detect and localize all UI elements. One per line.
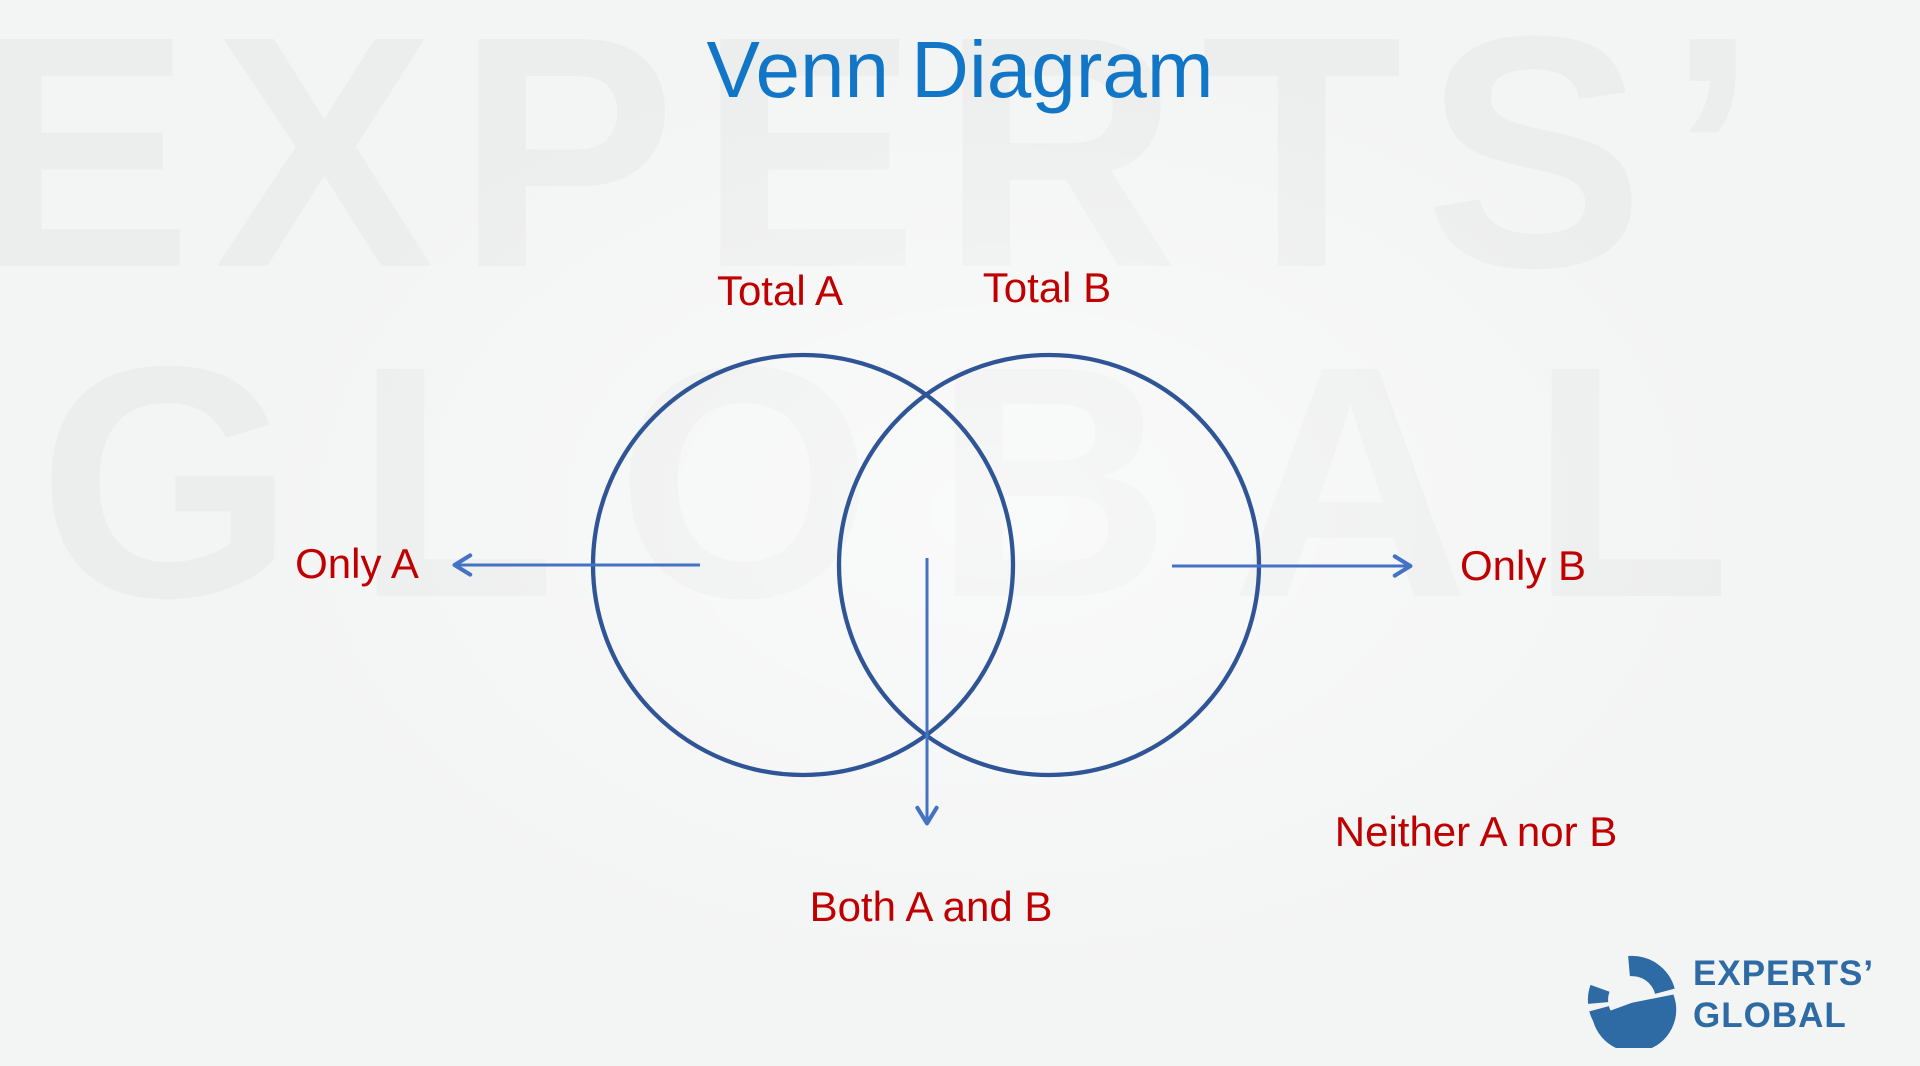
watermark-global-text: GLOBAL xyxy=(38,297,1792,666)
logo-line-experts: EXPERTS’ xyxy=(1693,954,1875,993)
experts-global-g-icon xyxy=(1587,955,1677,1048)
label-neither-a-nor-b: Neither A nor B xyxy=(1334,808,1618,855)
logo-line-global: GLOBAL xyxy=(1693,995,1847,1035)
label-total-a: Total A xyxy=(716,267,844,314)
g-icon-bottom-bowl xyxy=(1592,994,1677,1048)
watermark-experts-text: EXPERTS’ xyxy=(0,0,1781,336)
g-icon-left-upper-dash xyxy=(1587,984,1610,1004)
page-title: Venn Diagram xyxy=(706,25,1214,114)
label-only-a: Only A xyxy=(295,540,419,587)
label-total-b: Total B xyxy=(982,264,1112,311)
logo-wordmark: EXPERTS’ GLOBAL xyxy=(1693,953,1874,1036)
experts-global-logo: EXPERTS’ GLOBAL xyxy=(1586,952,1874,1048)
label-only-b: Only B xyxy=(1459,542,1587,589)
label-both-a-and-b: Both A and B xyxy=(809,883,1053,930)
g-icon-top-wedge xyxy=(1628,955,1675,994)
